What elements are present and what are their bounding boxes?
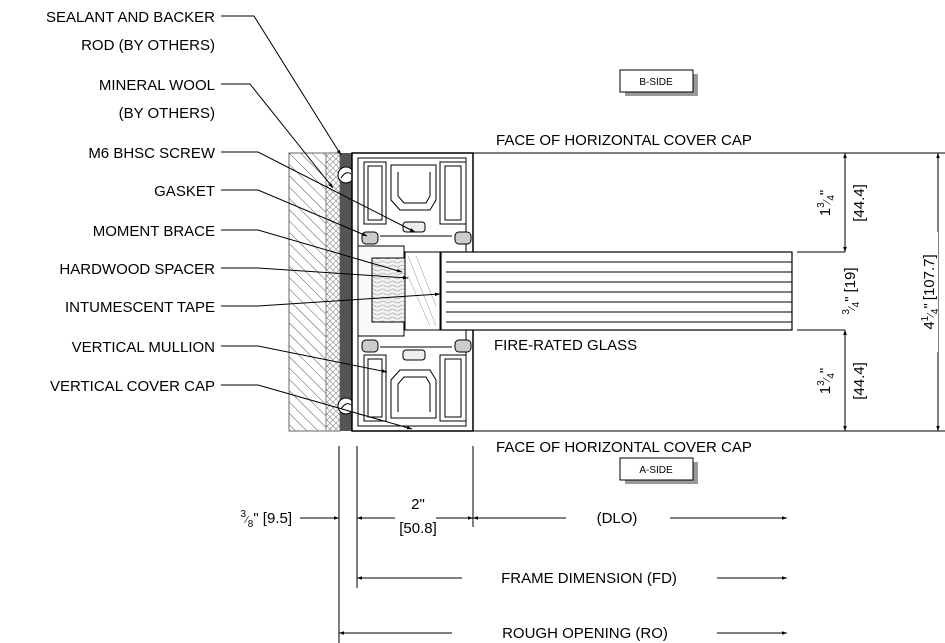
callout-mineral-wool: MINERAL WOOL (BY OTHERS) (99, 77, 334, 189)
callout-sealant: SEALANT AND BACKER ROD (BY OTHERS) (46, 9, 342, 156)
a-side-tag: A-SIDE (619, 457, 698, 484)
dim-shim-rest: " [9.5] (253, 510, 292, 527)
dim-middle-inch: " (842, 296, 859, 301)
callout-screw: M6 BHSC SCREW (88, 145, 416, 233)
dim-overall-slash: ⁄ (926, 313, 937, 319)
dim-overall-num: 1 (920, 315, 931, 321)
callout-sealant-line2: ROD (BY OTHERS) (81, 37, 215, 54)
callout-gasket: GASKET (154, 183, 368, 237)
glass-note: FIRE-RATED GLASS (494, 337, 637, 354)
dim-ro: ROUGH OPENING (RO) (502, 625, 668, 642)
svg-text:13⁄4": 13⁄4" (816, 190, 837, 216)
dim-shim-slash: ⁄ (243, 515, 249, 526)
a-side-text: A-SIDE (639, 465, 673, 476)
dim-top-num: 3 (816, 202, 827, 208)
dim-bottom-slash: ⁄ (822, 377, 833, 383)
b-side-text: B-SIDE (639, 77, 673, 88)
callout-vertical-mullion: VERTICAL MULLION (72, 339, 388, 373)
dim-top-inch: " (817, 190, 834, 195)
dim-middle-num: 3 (841, 309, 852, 315)
dimensions-bottom: 3⁄8" [9.5] 2" [50.8] (DLO) FRAME DIMENSI… (241, 446, 787, 643)
dim-top: 13⁄4" [44.4] (816, 184, 868, 222)
callout-mineral-wool-line2: (BY OTHERS) (119, 105, 215, 122)
face-bottom-note: FACE OF HORIZONTAL COVER CAP (496, 439, 752, 456)
dim-frame-depth-inch: 2" (411, 496, 425, 513)
wall-substrate (288, 152, 355, 432)
dimensions-right: 13⁄4" [44.4] 3⁄4"[19] 13⁄4" [44.4] 41⁄4"… (797, 152, 945, 432)
callout-vertical-mullion-text: VERTICAL MULLION (72, 339, 215, 356)
callout-moment-brace: MOMENT BRACE (93, 223, 403, 273)
callout-vertical-cover-cap: VERTICAL COVER CAP (50, 378, 413, 430)
dim-bottom-den: 4 (826, 373, 837, 379)
callout-mineral-wool-line1: MINERAL WOOL (99, 77, 215, 94)
callout-intumescent-tape-text: INTUMESCENT TAPE (65, 299, 215, 316)
dim-top-whole: 1 (817, 208, 834, 216)
sealant-strip (340, 153, 352, 431)
dim-overall-den: 4 (930, 308, 941, 314)
dim-overall-whole: 4 (921, 321, 938, 329)
dim-bottom: 13⁄4" [44.4] (816, 362, 868, 400)
face-top-note: FACE OF HORIZONTAL COVER CAP (496, 132, 752, 149)
dim-middle: 3⁄4" [19] (841, 267, 862, 314)
b-side-tag: B-SIDE (619, 69, 698, 96)
svg-text:41⁄4"[107.7]: 41⁄4"[107.7] (920, 254, 941, 329)
callout-hardwood-spacer: HARDWOOD SPACER (59, 261, 409, 280)
dim-overall: 41⁄4"[107.7] (920, 232, 941, 352)
intumescent-tape (404, 251, 441, 331)
dim-shim-den: 8 (248, 519, 254, 530)
dim-top-mm: [44.4] (851, 184, 868, 222)
callout-hardwood-spacer-text: HARDWOOD SPACER (59, 261, 215, 278)
dim-shim-num: 3 (241, 509, 247, 520)
callout-intumescent-tape: INTUMESCENT TAPE (65, 292, 441, 316)
dim-frame-depth-mm: [50.8] (399, 520, 437, 537)
callout-moment-brace-text: MOMENT BRACE (93, 223, 215, 240)
dim-bottom-inch: " (817, 368, 834, 373)
dim-overall-inch: " (921, 303, 938, 308)
svg-text:3⁄4"[19]: 3⁄4" [19] (841, 267, 862, 314)
dim-dlo: (DLO) (597, 510, 638, 527)
dim-bottom-num: 3 (816, 380, 827, 386)
svg-text:13⁄4": 13⁄4" (816, 368, 837, 394)
callout-sealant-line1: SEALANT AND BACKER (46, 9, 215, 26)
dim-fd: FRAME DIMENSION (FD) (501, 570, 677, 587)
dim-middle-mm: [19] (842, 267, 859, 292)
callout-screw-text: M6 BHSC SCREW (88, 145, 216, 162)
dim-bottom-mm: [44.4] (851, 362, 868, 400)
dim-shim: 3⁄8" [9.5] (241, 509, 292, 530)
callout-labels: SEALANT AND BACKER ROD (BY OTHERS) MINER… (46, 9, 441, 430)
dim-bottom-whole: 1 (817, 386, 834, 394)
fire-rated-glass (440, 251, 793, 331)
dim-middle-den: 4 (851, 301, 862, 307)
dim-middle-slash: ⁄ (847, 306, 858, 312)
dim-overall-mm: [107.7] (921, 254, 938, 300)
callout-gasket-text: GASKET (154, 183, 215, 200)
dim-top-den: 4 (826, 195, 837, 201)
dim-top-slash: ⁄ (822, 199, 833, 205)
mineral-wool (325, 152, 341, 432)
callout-vertical-cover-cap-text: VERTICAL COVER CAP (50, 378, 215, 395)
